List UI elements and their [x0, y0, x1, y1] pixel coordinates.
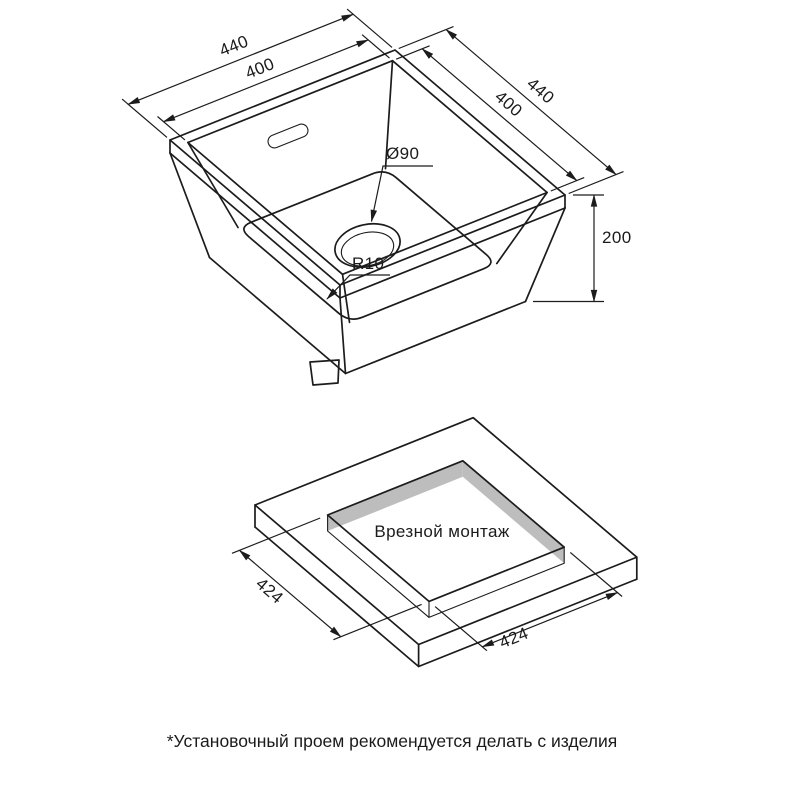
leader-line-radius	[326, 274, 390, 300]
dimension-label-cutout-depth: 424	[497, 624, 532, 653]
countertop-edge-verticals	[254, 504, 638, 668]
sink-bowl-bottom	[243, 171, 492, 320]
extension-line	[121, 98, 168, 138]
dimension-line-cutout-depth	[481, 592, 619, 648]
dimension-line-outer-depth	[445, 29, 617, 176]
drain-inner-circle	[340, 231, 395, 267]
dimension-label-inner-depth: 400	[491, 87, 526, 121]
cutout-wall-shading	[327, 460, 463, 531]
dimension-label-outer-depth: 440	[523, 74, 558, 108]
dimension-label-height: 200	[602, 228, 632, 247]
dimension-label-radius: R10	[352, 254, 384, 273]
sink-inner-rim	[187, 59, 548, 276]
extension-line	[550, 177, 585, 192]
extension-line	[568, 171, 624, 195]
dimension-line-cutout-width	[238, 549, 342, 638]
dimension-label-cutout-width: 424	[252, 574, 287, 608]
dimension-label-drain: Ø90	[386, 144, 419, 163]
cutout-depth-lines	[327, 514, 565, 618]
extension-line	[333, 603, 422, 641]
sink-bottom-edges	[208, 256, 527, 375]
cutout-mounting-view: Врезной монтаж	[254, 416, 638, 668]
footnote-text: *Установочный проем рекомендуется делать…	[167, 731, 618, 751]
extension-line	[398, 26, 454, 50]
cutout-caption: Врезной монтаж	[374, 522, 510, 541]
cutout-wall-shading	[462, 460, 565, 564]
extension-line	[395, 45, 430, 60]
leader-line-drain	[370, 165, 433, 223]
dimension-label-outer-width: 440	[217, 32, 252, 61]
extension-line	[346, 8, 393, 48]
sink-rim-band	[169, 152, 566, 299]
countertop-bottom-edges	[254, 526, 638, 668]
dimension-line-inner-depth	[421, 48, 578, 182]
extension-line	[569, 551, 623, 597]
dimension-line-inner-width	[162, 39, 369, 123]
extension-line	[361, 34, 390, 59]
drain-outer-circle	[334, 222, 401, 269]
extension-line	[231, 517, 321, 554]
drain-fitting	[309, 359, 340, 386]
extension-line	[434, 606, 488, 652]
extension-line	[157, 116, 186, 141]
brand-badge	[267, 123, 309, 149]
sink-dimensions: 440 400 440 400 200 Ø90 R10	[121, 8, 632, 303]
sink-exterior-walls	[169, 152, 566, 375]
sink-bowl-seams	[187, 59, 548, 324]
drain-hole	[334, 222, 401, 269]
sink-rim-lip-edges	[169, 139, 566, 299]
